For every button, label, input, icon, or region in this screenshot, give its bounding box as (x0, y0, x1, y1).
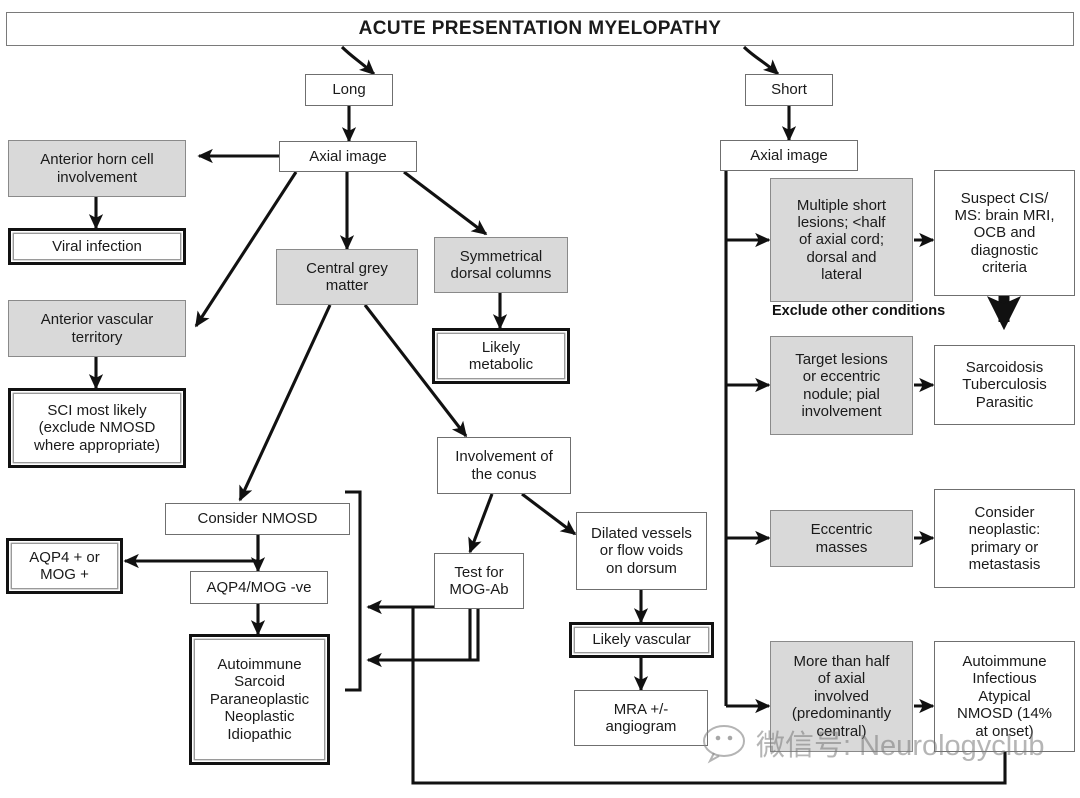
node-axial-image-short[interactable]: Axial image (720, 140, 858, 171)
exclude-other-conditions-note: Exclude other conditions (772, 303, 946, 319)
node-consider-neoplastic[interactable]: Consider neoplastic: primary or metastas… (934, 489, 1075, 588)
wechat-logo-icon (703, 725, 745, 764)
node-multiple-short-lesions[interactable]: Multiple short lesions; <half of axial c… (770, 178, 913, 302)
node-eccentric-masses[interactable]: Eccentric masses (770, 510, 913, 567)
node-sarcoidosis-tb-parasitic[interactable]: Sarcoidosis Tuberculosis Parasitic (934, 345, 1075, 425)
node-suspect-cis-ms[interactable]: Suspect CIS/ MS: brain MRI, OCB and diag… (934, 170, 1075, 296)
node-central-grey-matter[interactable]: Central grey matter (276, 249, 418, 305)
node-mra-angiogram[interactable]: MRA +/- angiogram (574, 690, 708, 746)
node-involvement-of-conus[interactable]: Involvement of the conus (437, 437, 571, 494)
node-anterior-vascular-territory[interactable]: Anterior vascular territory (8, 300, 186, 357)
node-more-than-half-axial[interactable]: More than half of axial involved (predom… (770, 641, 913, 752)
node-viral-infection[interactable]: Viral infection (8, 228, 186, 265)
node-consider-nmosd[interactable]: Consider NMOSD (165, 503, 350, 535)
node-symmetrical-dorsal-columns[interactable]: Symmetrical dorsal columns (434, 237, 568, 293)
node-dilated-vessels[interactable]: Dilated vessels or flow voids on dorsum (576, 512, 707, 590)
chart-title: ACUTE PRESENTATION MYELOPATHY (6, 12, 1074, 46)
node-axial-image-long[interactable]: Axial image (279, 141, 417, 172)
node-target-lesions[interactable]: Target lesions or eccentric nodule; pial… (770, 336, 913, 435)
node-sci-most-likely[interactable]: SCI most likely (exclude NMOSD where app… (8, 388, 186, 468)
node-aqp4-or-mog-positive[interactable]: AQP4 + or MOG + (6, 538, 123, 594)
node-aqp4-mog-negative[interactable]: AQP4/MOG -ve (190, 571, 328, 604)
node-autoimmune-differential-list[interactable]: Autoimmune Sarcoid Paraneoplastic Neopla… (189, 634, 330, 765)
node-likely-metabolic[interactable]: Likely metabolic (432, 328, 570, 384)
node-autoimmune-infectious-atypical[interactable]: Autoimmune Infectious Atypical NMOSD (14… (934, 641, 1075, 752)
node-anterior-horn-cell[interactable]: Anterior horn cell involvement (8, 140, 186, 197)
node-short[interactable]: Short (745, 74, 833, 106)
node-test-for-mog-ab[interactable]: Test for MOG-Ab (434, 553, 524, 609)
node-likely-vascular[interactable]: Likely vascular (569, 622, 714, 658)
node-long[interactable]: Long (305, 74, 393, 106)
